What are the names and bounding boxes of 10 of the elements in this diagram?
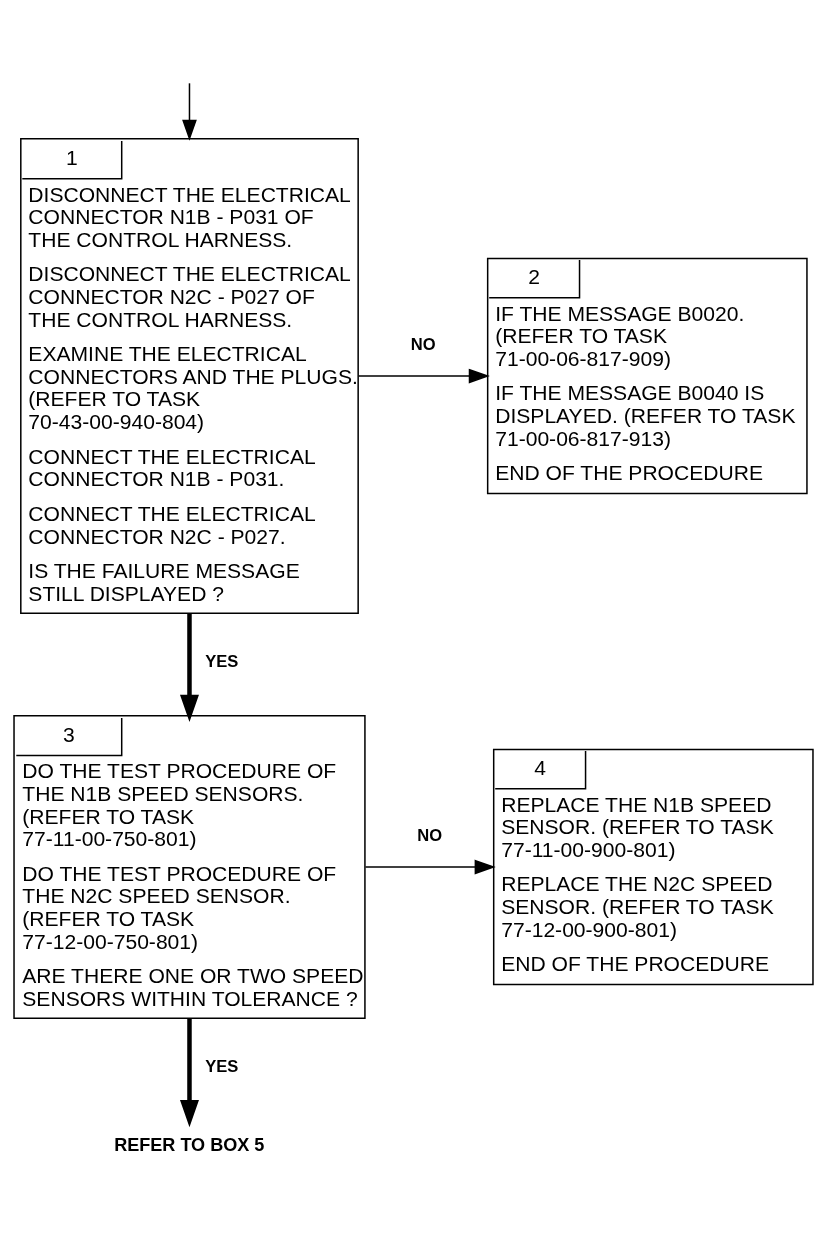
node-text: REFER TO BOX 5 bbox=[114, 1134, 265, 1155]
edge-label: NO bbox=[410, 334, 436, 354]
arrow bbox=[182, 82, 197, 141]
arrow bbox=[357, 368, 490, 383]
arrow bbox=[179, 1017, 199, 1127]
edge-label: YES bbox=[205, 1056, 239, 1076]
edge-label: YES bbox=[205, 651, 239, 671]
arrow bbox=[364, 859, 496, 874]
edge-label: NO bbox=[417, 825, 443, 845]
arrow bbox=[179, 613, 199, 722]
